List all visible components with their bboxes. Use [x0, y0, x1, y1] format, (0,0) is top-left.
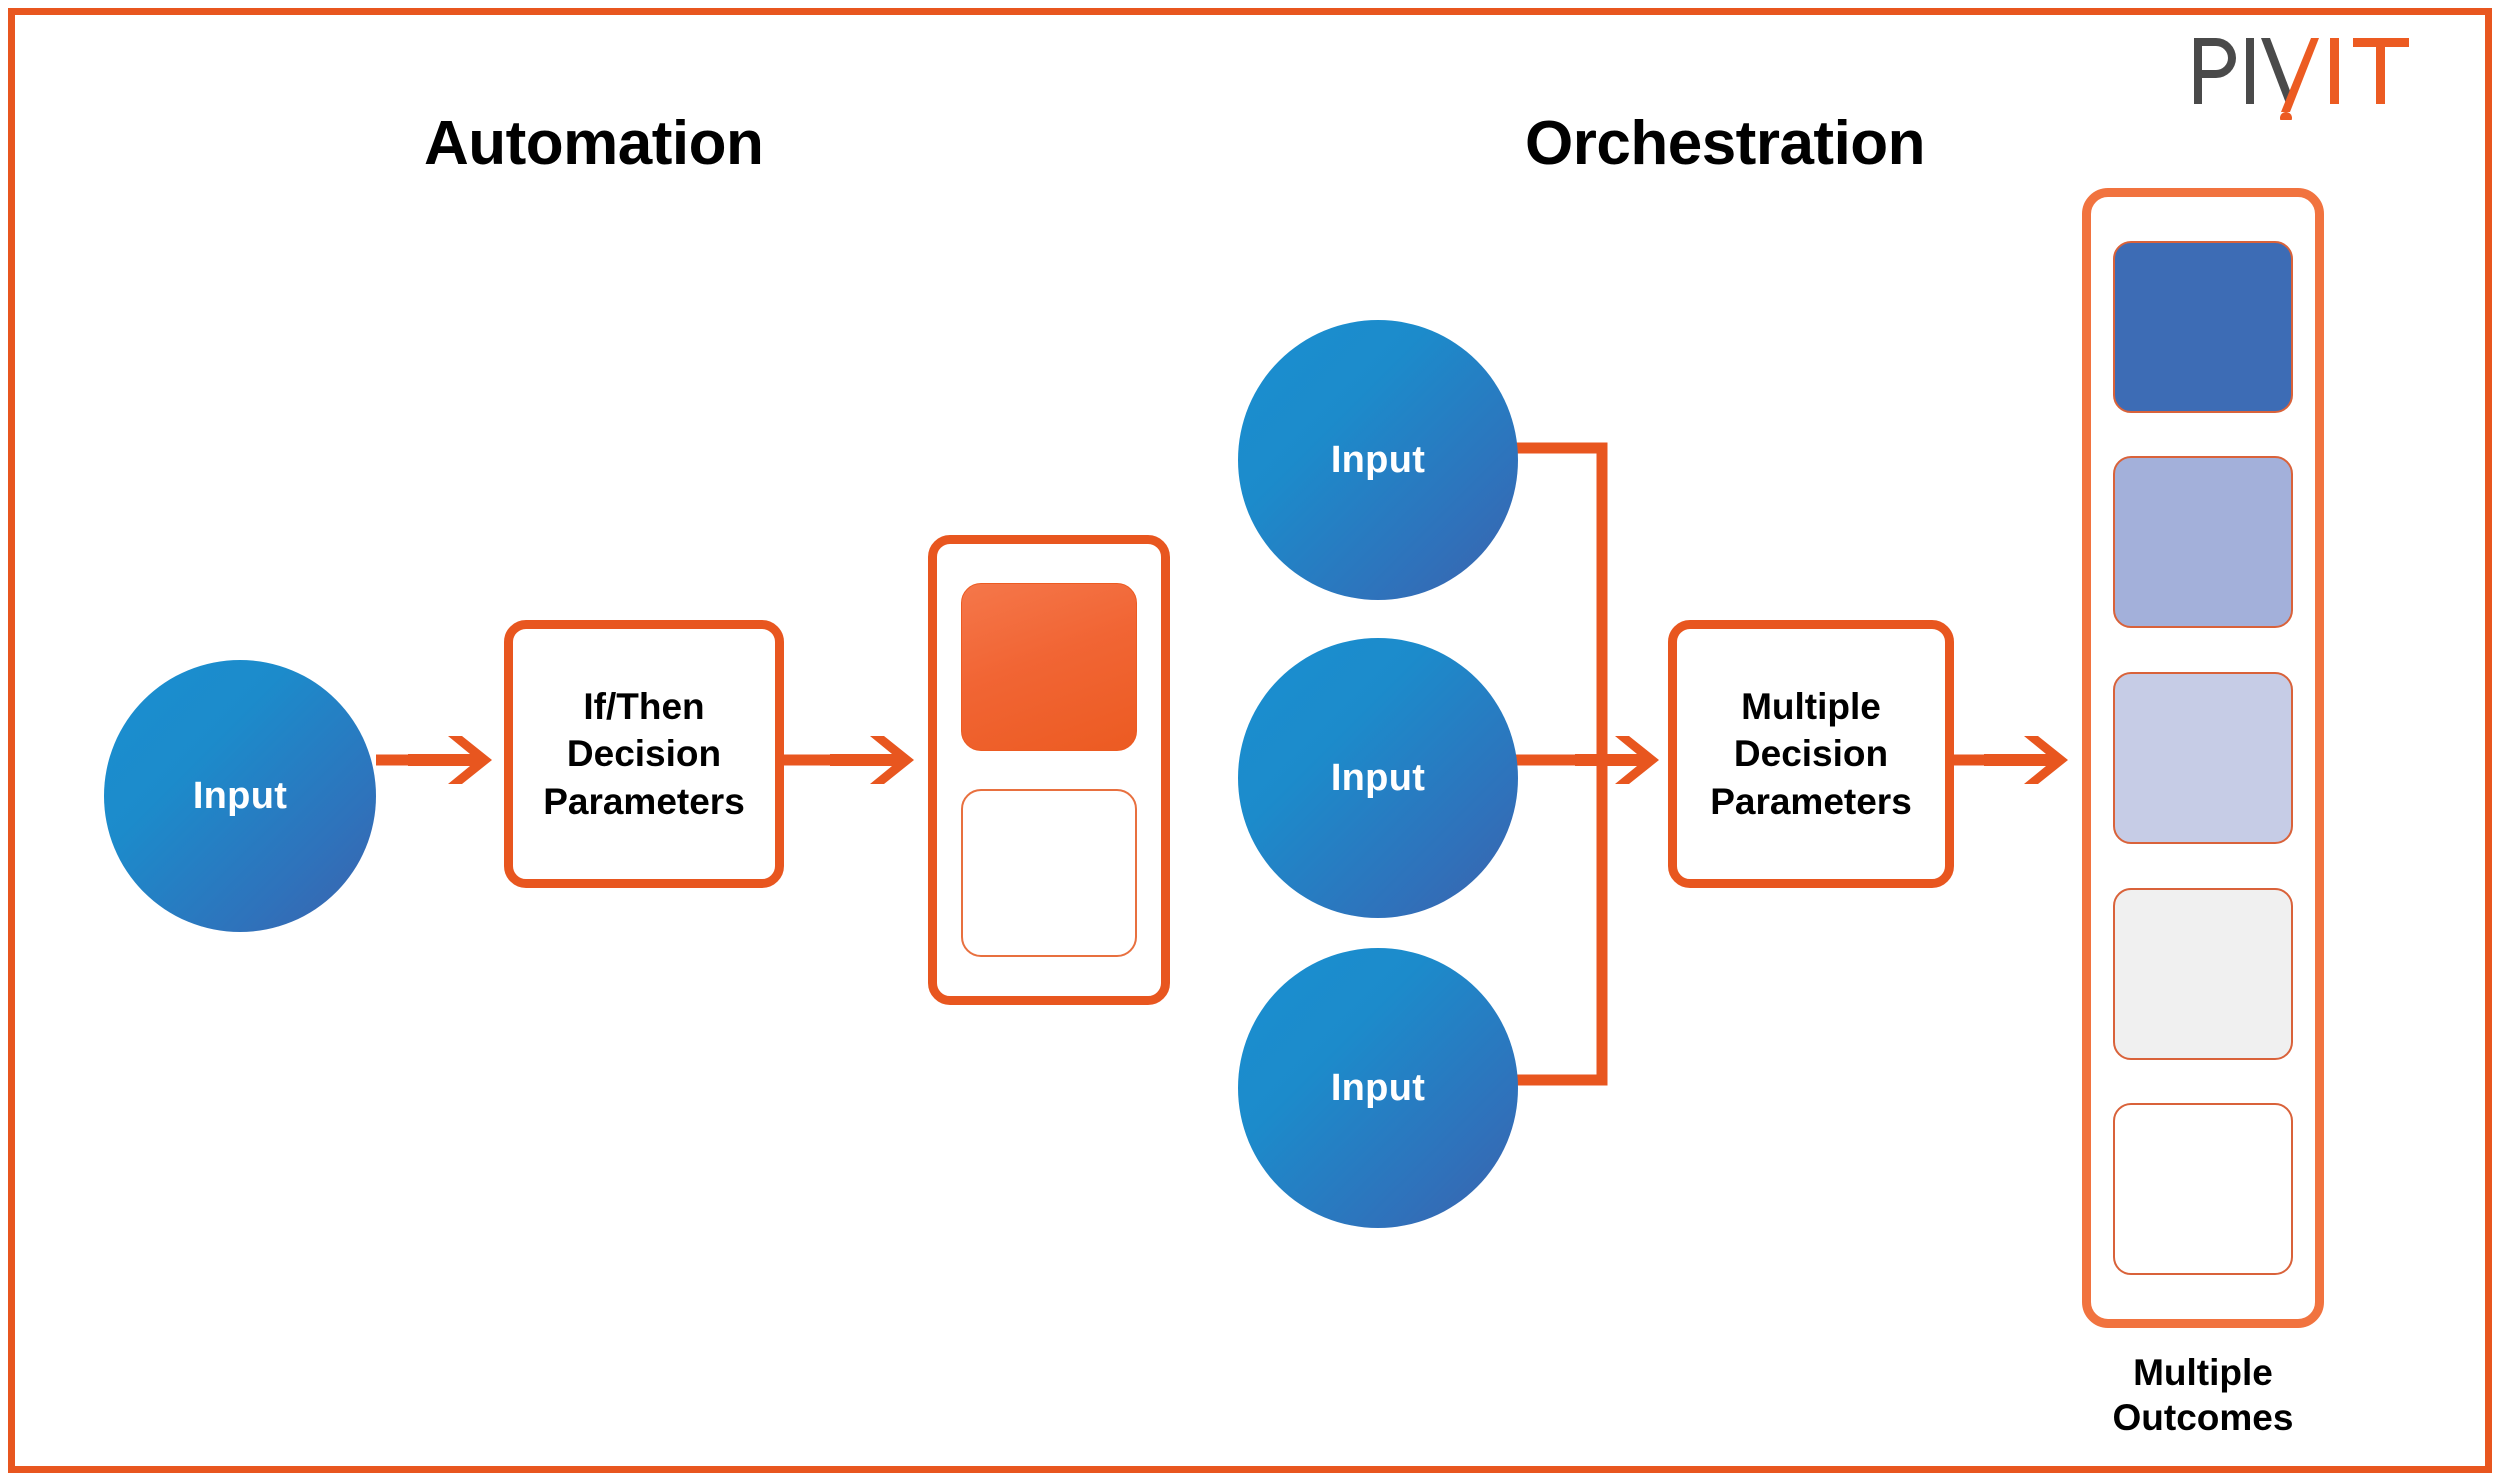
- section-title-orchestration: Orchestration: [1525, 109, 1926, 178]
- orchestration-outcome-tile-4: [2113, 887, 2293, 1060]
- orchestration-decision-box[interactable]: Multiple Decision Parameters: [1668, 620, 1954, 888]
- caption-line-2: Outcomes: [2112, 1397, 2294, 1439]
- decision-line-2: Decision: [566, 733, 722, 775]
- multiple-outcomes-caption: Multiple Outcomes: [2082, 1350, 2324, 1440]
- input-label: Input: [1330, 756, 1426, 799]
- input-label: Input: [1330, 438, 1426, 481]
- decision-line-3: Parameters: [543, 780, 745, 822]
- orchestration-input-circle-3[interactable]: Input: [1238, 948, 1518, 1228]
- orchestration-outcome-tile-2: [2113, 456, 2293, 629]
- automation-outcome-tile-filled: [961, 582, 1137, 751]
- caption-line-1: Multiple: [2133, 1352, 2273, 1393]
- orchestration-outcome-tile-3: [2113, 671, 2293, 844]
- input-label: Input: [1330, 1066, 1426, 1109]
- automation-input-circle[interactable]: Input: [104, 660, 376, 932]
- automation-outcome-container: [928, 535, 1170, 1005]
- decision-line-3: Parameters: [1710, 780, 1912, 822]
- orchestration-input-circle-2[interactable]: Input: [1238, 638, 1518, 918]
- decision-line-2: Decision: [1733, 733, 1889, 775]
- automation-decision-box[interactable]: If/Then Decision Parameters: [504, 620, 784, 888]
- decision-line-1: Multiple: [1741, 685, 1881, 727]
- orchestration-input-circle-1[interactable]: Input: [1238, 320, 1518, 600]
- automation-outcome-tile-empty: [961, 789, 1137, 958]
- orchestration-outcome-tile-1: [2113, 240, 2293, 413]
- pivit-logo: [2190, 30, 2440, 124]
- section-title-automation: Automation: [424, 109, 764, 178]
- input-label: Input: [192, 774, 288, 817]
- orchestration-outcome-tile-5: [2113, 1103, 2293, 1276]
- orchestration-outcome-container: [2082, 188, 2324, 1328]
- decision-line-1: If/Then: [583, 685, 705, 727]
